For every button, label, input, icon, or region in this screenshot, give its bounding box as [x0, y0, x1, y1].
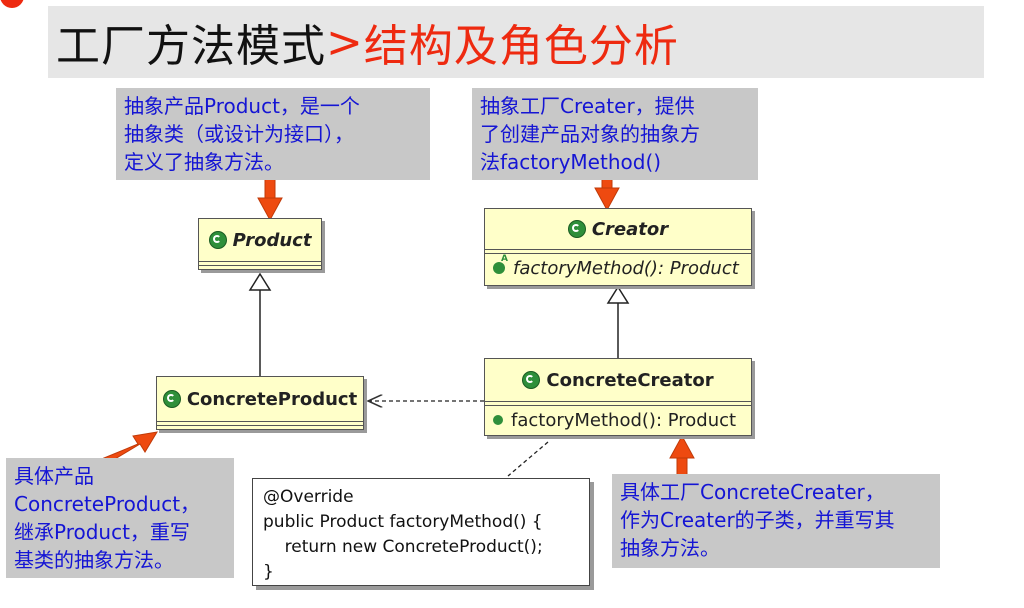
- note-creator: 抽象工厂Creater，提供 了创建产品对象的抽象方 法factoryMetho…: [472, 88, 758, 180]
- class-icon: [522, 371, 541, 389]
- title-bullet: [0, 0, 24, 8]
- note-line: 了创建产品对象的抽象方: [480, 122, 700, 146]
- class-concrete-creator: ConcreteCreator factoryMethod(): Product: [484, 358, 752, 436]
- class-concrete-product: ConcreteProduct: [156, 376, 364, 430]
- note-line: ConcreteProduct，: [14, 492, 201, 516]
- class-name: Creator: [591, 218, 669, 240]
- note-line: 抽象工厂Creater，提供: [480, 94, 695, 118]
- class-product: Product: [198, 218, 322, 270]
- abstract-method-icon: [493, 254, 508, 274]
- code-note: @Override public Product factoryMethod()…: [252, 478, 590, 586]
- method-signature: factoryMethod(): Product: [511, 409, 737, 431]
- code-note-link: [507, 441, 549, 477]
- slide-title: 工厂方法模式 > 结构及角色分析: [48, 6, 984, 78]
- note-line: 继承Product，重写: [14, 520, 190, 544]
- note-concrete-creator: 具体工厂ConcreteCreater， 作为Creater的子类，并重写其 抽…: [612, 474, 940, 568]
- class-creator: Creator factoryMethod(): Product: [484, 208, 752, 286]
- note-line: 抽象方法。: [620, 536, 720, 560]
- code-line: @Override: [263, 487, 354, 507]
- class-icon: [567, 220, 586, 238]
- note-line: 抽象类（或设计为接口），: [124, 122, 354, 146]
- inheritance-triangle-product: [248, 272, 272, 291]
- note-line: 定义了抽象方法。: [124, 150, 284, 174]
- inheritance-triangle-creator: [606, 285, 630, 304]
- note-line: 基类的抽象方法。: [14, 548, 174, 572]
- method-row: factoryMethod(): Product: [485, 406, 751, 434]
- title-sub: 结构及角色分析: [363, 21, 679, 72]
- class-name: Product: [232, 229, 312, 251]
- red-arrow-concrete-creator: [669, 434, 695, 491]
- note-line: 抽象产品Product，是一个: [124, 94, 360, 118]
- note-line: 作为Creater的子类，并重写其: [620, 508, 895, 532]
- title-separator: >: [326, 16, 364, 68]
- note-concrete-product: 具体产品 ConcreteProduct， 继承Product，重写 基类的抽象…: [6, 458, 234, 578]
- code-line: public Product factoryMethod() {: [263, 512, 543, 532]
- red-arrow-concrete-product: [102, 431, 158, 463]
- method-row: factoryMethod(): Product: [485, 254, 751, 282]
- note-line: 具体产品: [14, 464, 94, 488]
- class-name: ConcreteCreator: [546, 369, 714, 391]
- code-line: return new ConcreteProduct();: [263, 537, 543, 557]
- code-line: }: [263, 562, 274, 582]
- method-signature: factoryMethod(): Product: [513, 257, 739, 279]
- note-line: 具体工厂ConcreteCreater，: [620, 480, 885, 504]
- note-line: 法factoryMethod(): [480, 150, 662, 174]
- class-icon: [162, 390, 181, 408]
- class-icon: [208, 231, 227, 249]
- class-name: ConcreteProduct: [186, 388, 358, 410]
- note-product: 抽象产品Product，是一个 抽象类（或设计为接口）， 定义了抽象方法。: [116, 88, 430, 180]
- title-main: 工厂方法模式: [56, 21, 326, 72]
- public-method-icon: [493, 415, 503, 425]
